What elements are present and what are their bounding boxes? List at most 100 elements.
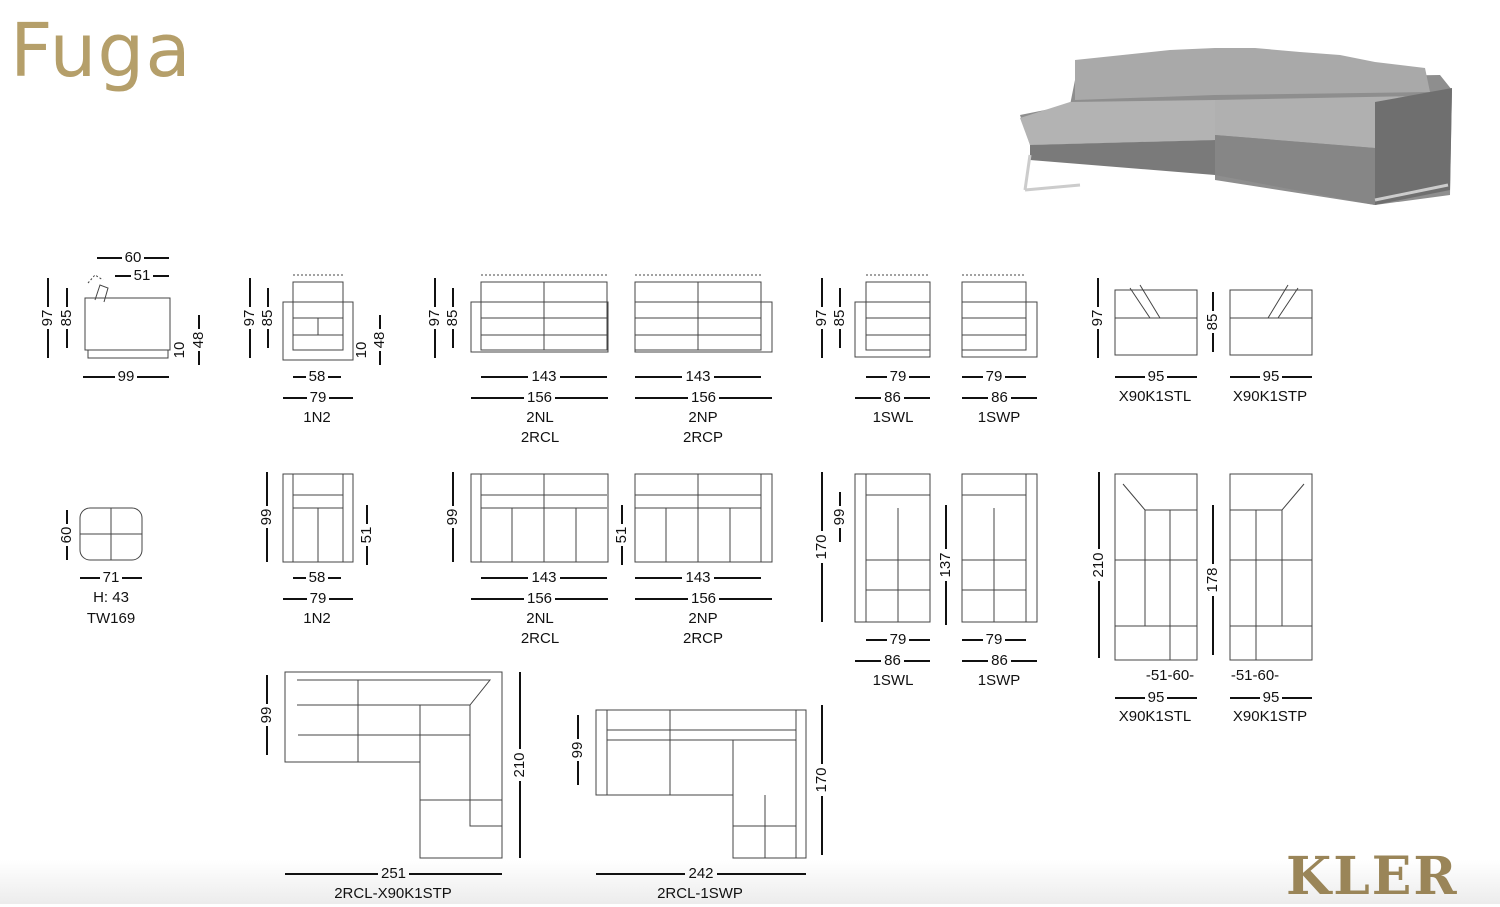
dim-seat-depth: 51 [357, 505, 377, 565]
dim-depth: 60 [57, 510, 77, 560]
dim-seat-height: 48 [189, 315, 209, 365]
dim-width: 79 [283, 589, 353, 609]
dim-height-max: 97 [425, 278, 445, 358]
module-code: 1SWL [872, 672, 914, 689]
dim-seat-width: 143 [481, 568, 607, 588]
dim-leg-height: 10 [353, 341, 370, 359]
dim-seat-width: 143 [635, 367, 761, 387]
2nl-front-drawing [470, 274, 609, 353]
x90k1stl-top-drawing [1114, 473, 1198, 661]
dim-width: 156 [471, 388, 608, 408]
dim-width: 86 [962, 651, 1037, 671]
dim-length: 210 [510, 672, 530, 858]
1n2-top-drawing [282, 473, 354, 563]
page-title: Fuga [10, 8, 192, 94]
corner1-drawing [284, 671, 503, 859]
dim-seat-depth: 51 [115, 266, 169, 286]
dim-depth: 99 [830, 492, 850, 542]
dim-width: 79 [283, 388, 353, 408]
module-code: 1SWL [872, 409, 914, 426]
2np-front-drawing [634, 274, 773, 353]
module-code: 2RCP [682, 630, 724, 647]
x90k1stl-front-drawing [1114, 284, 1198, 356]
dim-height: 85 [258, 288, 278, 348]
dim-leg-height: 10 [171, 341, 188, 359]
seat-depth-range: -51-60- [1145, 667, 1195, 684]
dim-width: 95 [1230, 688, 1312, 708]
module-code: 2NP [688, 610, 718, 627]
dim-height-max: 97 [1088, 278, 1108, 358]
1swl-top-drawing [854, 473, 931, 623]
dim-width: 251 [285, 864, 502, 884]
ottoman-height: H: 43 [93, 589, 129, 606]
module-code: X90K1STP [1232, 388, 1308, 405]
module-code: X90K1STL [1118, 388, 1192, 405]
module-code: 1SWP [977, 672, 1021, 689]
module-code: 1N2 [303, 610, 331, 627]
dim-seat-length: 137 [936, 505, 956, 625]
module-code: 2RCP [682, 429, 724, 446]
dim-seat-width: 79 [866, 367, 930, 387]
dim-width: 86 [962, 388, 1037, 408]
dim-seat-width: 143 [635, 568, 761, 588]
dim-depth: 99 [257, 472, 277, 562]
module-code: X90K1STL [1118, 708, 1192, 725]
corner2-drawing [595, 709, 807, 859]
1swp-front-drawing [961, 274, 1038, 358]
dim-width: 71 [80, 568, 142, 588]
dim-width: 86 [855, 388, 930, 408]
module-code: 1SWP [977, 409, 1021, 426]
dim-height: 85 [57, 288, 77, 348]
module-code: TW169 [86, 610, 136, 627]
dim-width: 156 [635, 589, 772, 609]
dim-width: 86 [855, 651, 930, 671]
armchair-side-drawing [84, 274, 171, 359]
dim-width: 156 [635, 388, 772, 408]
module-code: 2RCL-X90K1STP [334, 885, 452, 902]
dim-height-max: 97 [812, 278, 832, 358]
dim-seat-width: 79 [866, 630, 930, 650]
dim-length: 178 [1203, 505, 1223, 655]
2np-top-drawing [634, 473, 773, 563]
dim-seat-depth: 51 [612, 505, 632, 565]
1swp-top-drawing [961, 473, 1038, 623]
dim-length: 99 [83, 367, 169, 387]
dim-height-max: 97 [240, 278, 260, 358]
dim-length: 170 [812, 705, 832, 855]
module-code: 2RCL [520, 630, 560, 647]
dim-height-max: 97 [38, 278, 58, 358]
dim-length: 170 [812, 472, 832, 622]
module-code: X90K1STP [1232, 708, 1308, 725]
dim-depth: 60 [97, 248, 169, 268]
dim-width: 95 [1230, 367, 1312, 387]
module-code: 2RCL [520, 429, 560, 446]
2nl-top-drawing [470, 473, 609, 563]
module-code: 2NL [526, 409, 554, 426]
module-code: 2NP [688, 409, 718, 426]
module-code: 1N2 [303, 409, 331, 426]
dim-width: 242 [596, 864, 806, 884]
dim-length: 210 [1089, 472, 1109, 658]
dim-depth: 99 [443, 472, 463, 562]
dim-depth: 99 [257, 675, 277, 755]
dim-width: 95 [1115, 367, 1197, 387]
dim-seat-width: 58 [293, 568, 341, 588]
module-code: 2RCL-1SWP [657, 885, 743, 902]
dim-seat-width: 58 [293, 367, 341, 387]
1swl-front-drawing [854, 274, 931, 358]
dim-seat-width: 79 [962, 630, 1026, 650]
dim-depth: 99 [568, 715, 588, 785]
brand-logo: KLER [1286, 846, 1459, 907]
x90k1stp-top-drawing [1229, 473, 1313, 661]
dim-width: 95 [1115, 688, 1197, 708]
dim-width: 156 [471, 589, 608, 609]
dim-seat-width: 79 [962, 367, 1026, 387]
dim-seat-width: 143 [481, 367, 607, 387]
dim-height: 85 [443, 288, 463, 348]
dim-height: 85 [1203, 292, 1223, 352]
module-code: 2NL [526, 610, 554, 627]
ottoman-drawing [79, 507, 143, 561]
dim-seat-height: 48 [370, 315, 390, 365]
